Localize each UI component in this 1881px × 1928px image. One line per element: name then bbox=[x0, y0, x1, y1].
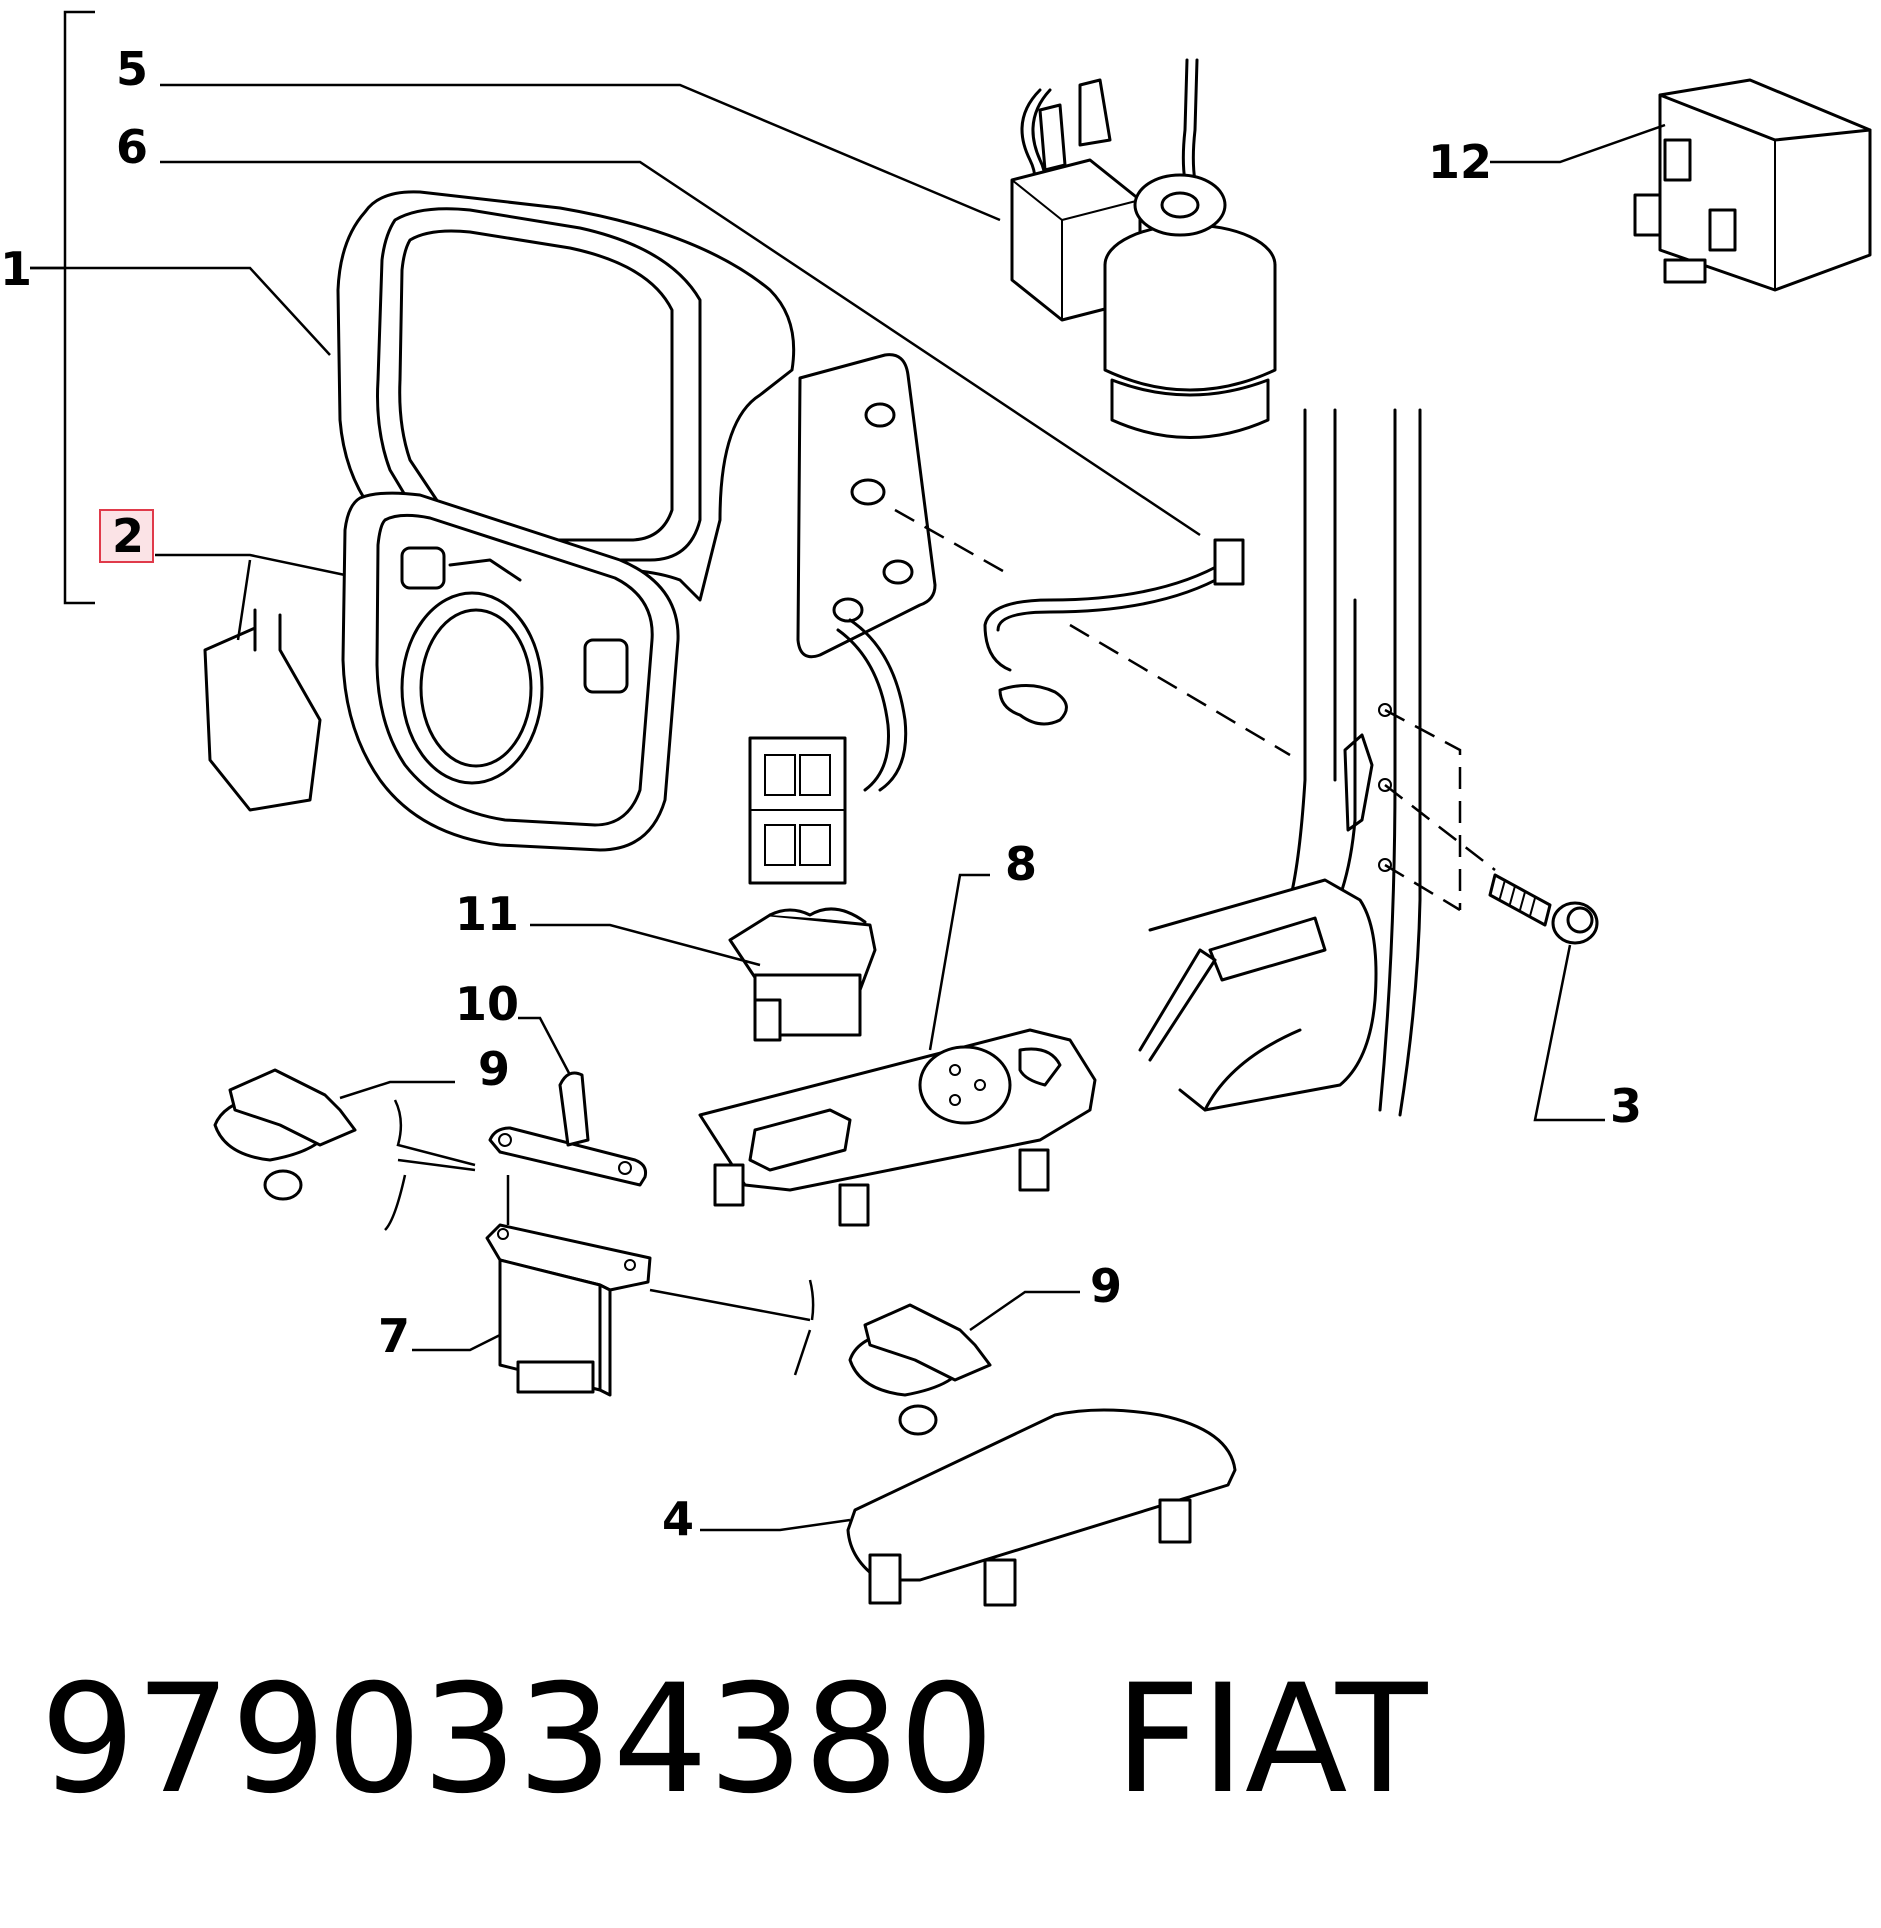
callout-5[interactable]: 5 bbox=[116, 42, 148, 96]
part-switch bbox=[728, 907, 877, 1042]
callout-7[interactable]: 7 bbox=[378, 1309, 410, 1363]
leader-12 bbox=[1490, 123, 1666, 164]
leader-2-branch bbox=[236, 559, 252, 641]
leader-10 bbox=[518, 1016, 572, 1076]
part-mirror-mount-plate bbox=[796, 353, 937, 659]
part-number: 9790334380 bbox=[40, 1653, 995, 1827]
leader-2 bbox=[155, 553, 346, 577]
part-bracket bbox=[488, 1071, 647, 1187]
part-clip-upper bbox=[213, 1068, 357, 1201]
part-screw bbox=[1488, 873, 1599, 945]
leader-7 bbox=[412, 1333, 501, 1352]
brand-name: FIAT bbox=[1114, 1653, 1428, 1827]
alignment-line bbox=[894, 508, 1011, 577]
callout-11[interactable]: 11 bbox=[455, 887, 519, 941]
callout-10[interactable]: 10 bbox=[455, 977, 519, 1031]
callout-12[interactable]: 12 bbox=[1428, 135, 1492, 189]
callout-6[interactable]: 6 bbox=[116, 120, 148, 174]
part-relay bbox=[1633, 78, 1872, 292]
footer-caption: 9790334380 FIAT bbox=[40, 1650, 1427, 1830]
part-mirror-wiring bbox=[748, 538, 1245, 885]
callout-1[interactable]: 1 bbox=[0, 242, 32, 296]
leader-3 bbox=[1533, 944, 1605, 1122]
alignment-line bbox=[1069, 623, 1291, 757]
part-control-module bbox=[485, 1223, 652, 1397]
part-switch-cover bbox=[698, 1028, 1097, 1227]
callout-3[interactable]: 3 bbox=[1610, 1079, 1642, 1133]
part-door-panel bbox=[1138, 408, 1422, 1117]
assembly-line bbox=[649, 1279, 815, 1376]
callout-9-upper[interactable]: 9 bbox=[478, 1042, 510, 1096]
part-mirror-glass bbox=[341, 491, 680, 852]
leader-11 bbox=[530, 923, 761, 967]
callout-8[interactable]: 8 bbox=[1005, 837, 1037, 891]
selected-callout-highlight bbox=[99, 509, 154, 563]
alignment-line bbox=[1384, 708, 1496, 912]
leader-1 bbox=[30, 266, 331, 356]
leader-4 bbox=[700, 1518, 851, 1532]
leader-8 bbox=[928, 873, 990, 1051]
leader-9-lower bbox=[969, 1290, 1080, 1332]
leader-9-upper bbox=[339, 1080, 455, 1100]
part-glass-clip bbox=[203, 608, 322, 812]
assembly-bracket bbox=[63, 10, 95, 605]
part-mirror-motor bbox=[1010, 58, 1277, 439]
leader-5 bbox=[160, 83, 1001, 222]
assembly-line bbox=[384, 1099, 476, 1231]
part-cover bbox=[846, 1408, 1237, 1607]
callout-9-lower[interactable]: 9 bbox=[1090, 1259, 1122, 1313]
callout-4[interactable]: 4 bbox=[662, 1492, 694, 1546]
part-clip-lower bbox=[848, 1303, 992, 1436]
leader-6 bbox=[160, 160, 1201, 537]
callout-2[interactable]: 2 bbox=[112, 509, 144, 563]
